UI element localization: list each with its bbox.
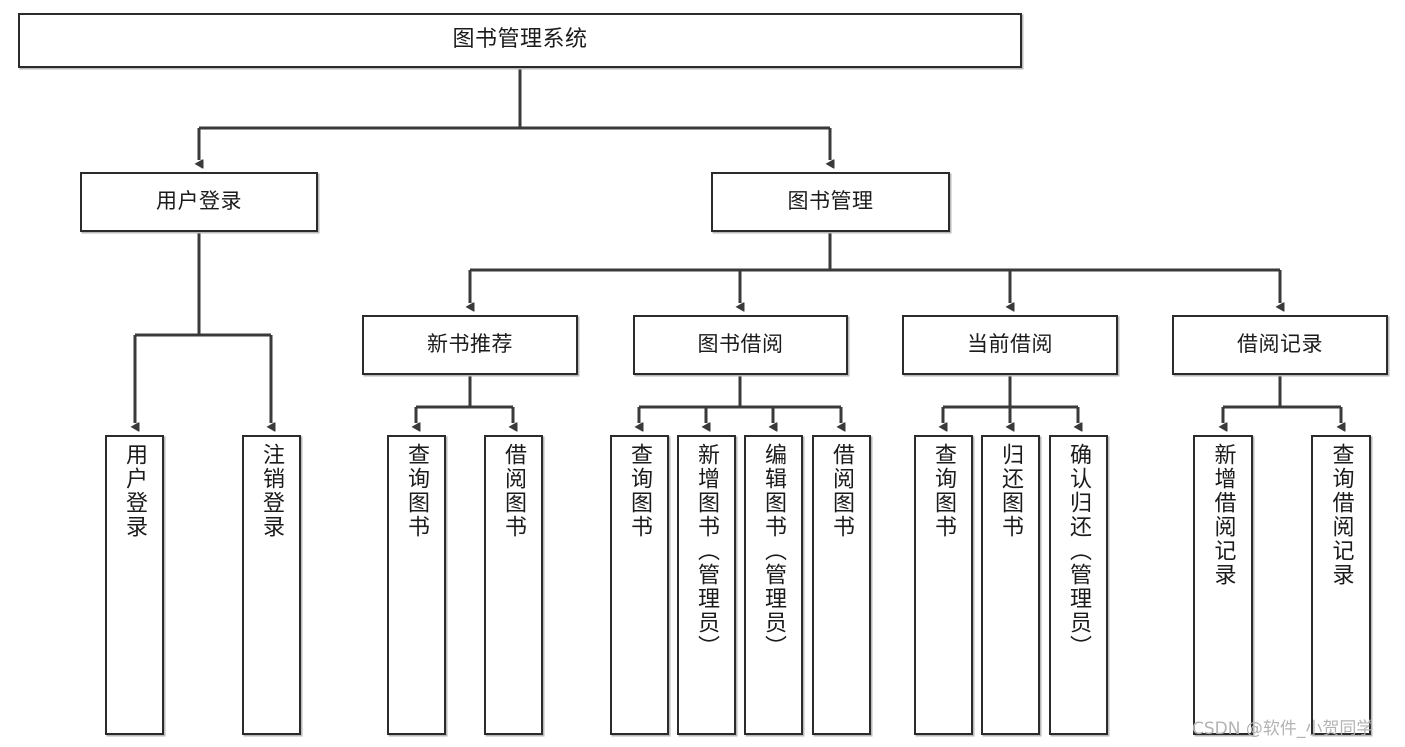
node-label: 新增借阅记录	[1210, 443, 1236, 587]
node-label: 新增图书（管理员）	[694, 443, 720, 659]
node-label: 查询借阅记录	[1328, 443, 1354, 587]
node-user-login[interactable]: 用户登录	[80, 172, 318, 232]
node-label: 图书借阅	[697, 332, 784, 357]
leaf-book-borrow-borrow-book[interactable]: 借阅图书	[812, 435, 871, 735]
node-label: 查询图书	[931, 443, 957, 539]
leaf-new-book-query-book[interactable]: 查询图书	[387, 435, 446, 735]
node-label: 查询图书	[627, 443, 653, 539]
node-label: 用户登录	[122, 443, 148, 539]
leaf-book-borrow-add-book-admin[interactable]: 新增图书（管理员）	[677, 435, 736, 735]
node-label: 借阅记录	[1237, 332, 1323, 357]
node-label: 确认归还（管理员）	[1066, 443, 1092, 659]
leaf-current-borrow-return-book[interactable]: 归还图书	[981, 435, 1040, 735]
node-book-borrow[interactable]: 图书借阅	[633, 315, 848, 375]
leaf-new-book-borrow-book[interactable]: 借阅图书	[484, 435, 543, 735]
node-label: 编辑图书（管理员）	[761, 443, 787, 659]
leaf-current-borrow-query-book[interactable]: 查询图书	[914, 435, 973, 735]
node-root-book-management-system[interactable]: 图书管理系统	[18, 13, 1022, 68]
leaf-book-borrow-query-book[interactable]: 查询图书	[610, 435, 669, 735]
node-new-book-recommend[interactable]: 新书推荐	[362, 315, 578, 375]
leaf-book-borrow-edit-book-admin[interactable]: 编辑图书（管理员）	[744, 435, 803, 735]
node-current-borrow[interactable]: 当前借阅	[902, 315, 1118, 375]
leaf-borrow-records-query-record[interactable]: 查询借阅记录	[1311, 435, 1371, 735]
node-label: 借阅图书	[501, 443, 527, 539]
node-label: 新书推荐	[427, 332, 513, 357]
node-label: 注销登录	[259, 443, 285, 539]
node-label: 借阅图书	[829, 443, 855, 539]
leaf-current-borrow-confirm-return-admin[interactable]: 确认归还（管理员）	[1049, 435, 1108, 735]
node-label: 图书管理系统	[452, 27, 588, 53]
leaf-user-login-login[interactable]: 用户登录	[105, 435, 164, 735]
node-label: 用户登录	[156, 189, 242, 214]
node-label: 查询图书	[404, 443, 430, 539]
node-borrow-records[interactable]: 借阅记录	[1172, 315, 1388, 375]
node-book-management[interactable]: 图书管理	[711, 172, 950, 232]
node-label: 当前借阅	[967, 332, 1053, 357]
node-label: 图书管理	[787, 189, 874, 214]
leaf-borrow-records-add-record[interactable]: 新增借阅记录	[1193, 435, 1253, 735]
leaf-user-login-logout[interactable]: 注销登录	[242, 435, 301, 735]
node-label: 归还图书	[998, 443, 1024, 539]
